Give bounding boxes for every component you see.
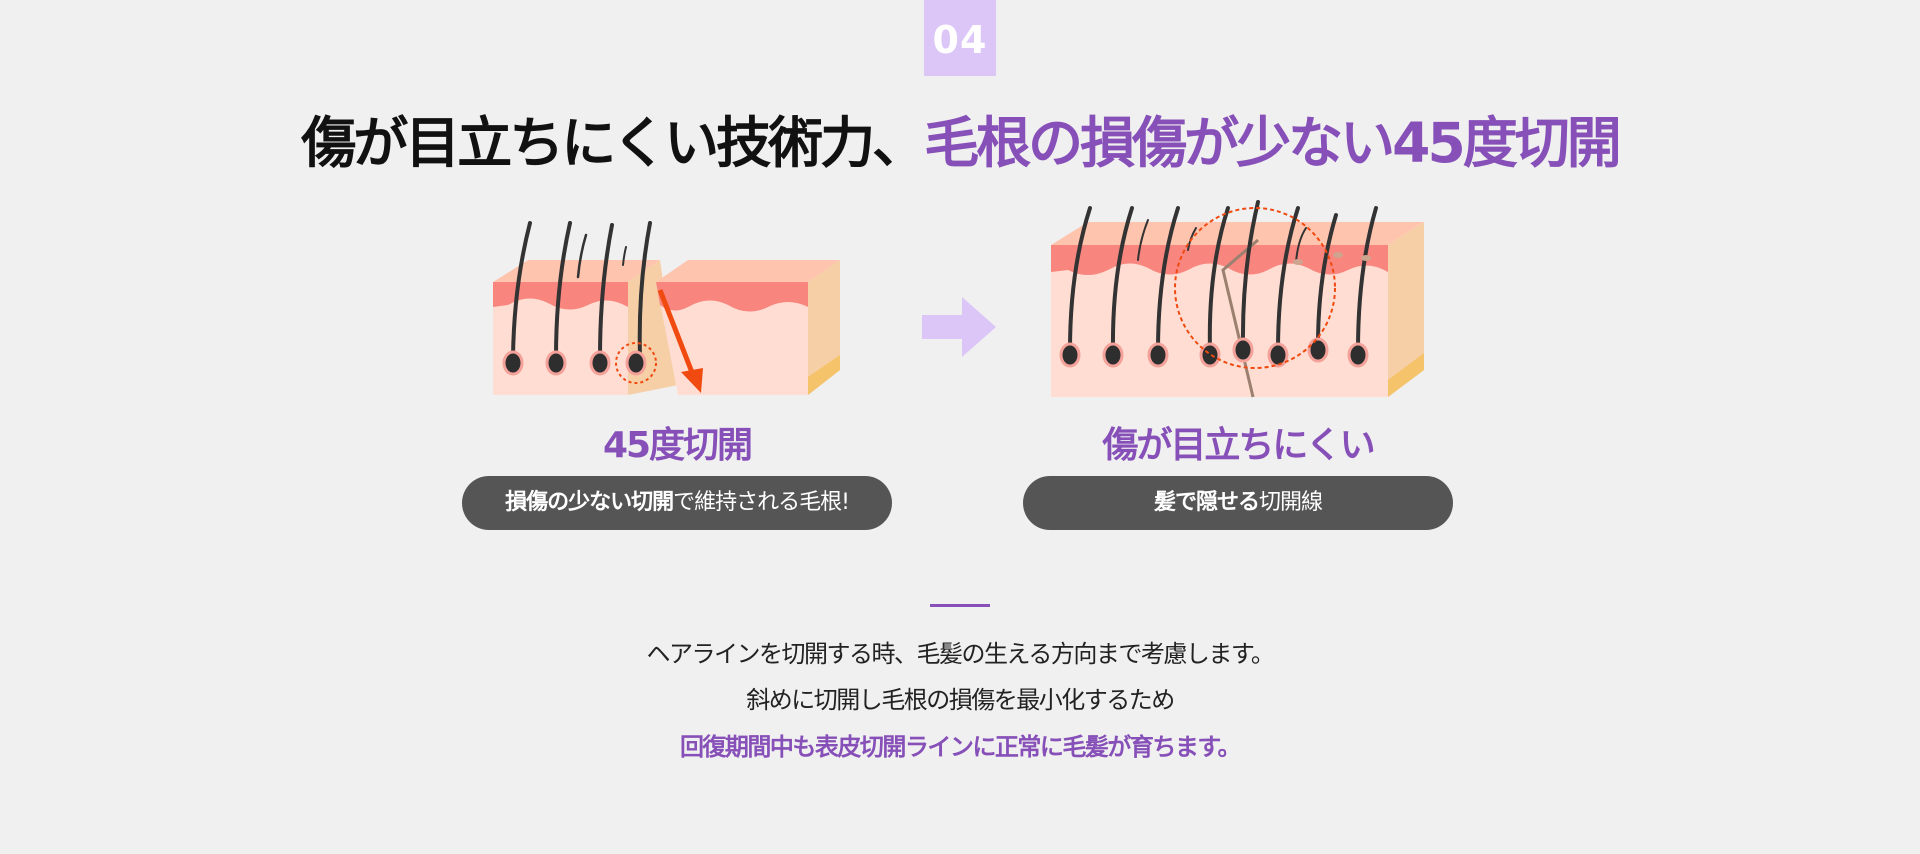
right-caption-pill: 髪で隠せる切開線 — [1023, 476, 1453, 530]
right-arrow-icon — [922, 297, 996, 357]
description-line-1: ヘアラインを切開する時、毛髪の生える方向まで考慮します。 — [646, 640, 1275, 668]
right-caption-rest: 切開線 — [1259, 490, 1323, 515]
hair-follicles — [502, 350, 647, 376]
new-hair-sprouts — [1293, 252, 1371, 265]
section-divider — [930, 604, 990, 607]
left-caption-bold: 損傷の少ない切開 — [505, 490, 674, 515]
left-caption-pill: 損傷の少ない切開で維持される毛根! — [462, 476, 892, 530]
incision-highlight-circle — [1174, 207, 1336, 369]
incision-arrow-head — [681, 368, 703, 393]
step-badge: 04 — [924, 0, 996, 76]
incision-45-degree-illustration — [493, 221, 840, 395]
dermis-band-right — [656, 282, 808, 312]
skin-block-right-top — [656, 260, 840, 282]
dermis-band — [1051, 245, 1388, 275]
hair-strands — [511, 221, 652, 359]
page-headline: 傷が目立ちにくい技術力、毛根の損傷が少ない45度切開 — [0, 98, 1920, 178]
left-panel-title: 45度切開 — [602, 425, 753, 466]
fat-layer-side — [808, 355, 840, 395]
hidden-incision-illustration — [1051, 200, 1424, 398]
follicle-highlight-circle — [615, 342, 657, 384]
description-line-3-accent: 回復期間中も表皮切開ラインに正常に毛髪が育ちます。 — [679, 733, 1242, 761]
incision-arrow-line — [657, 289, 696, 376]
hair-strands — [1068, 200, 1378, 352]
fat-layer-side — [1388, 353, 1424, 397]
right-panel-title: 傷が目立ちにくい — [1102, 425, 1375, 466]
skin-block-side — [1388, 222, 1424, 397]
left-caption-rest: で維持される毛根! — [673, 490, 850, 515]
headline-part-1: 傷が目立ちにくい技術力、 — [301, 111, 927, 175]
skin-block-left-top — [493, 260, 660, 282]
description-line-2: 斜めに切開し毛根の損傷を最小化するため — [746, 686, 1175, 714]
skin-block-right-front — [656, 282, 808, 395]
headline-part-2-accent: 毛根の損傷が少ない45度切開 — [924, 111, 1622, 175]
right-caption-bold: 髪で隠せる — [1153, 490, 1260, 515]
hair-follicles — [1059, 337, 1369, 368]
